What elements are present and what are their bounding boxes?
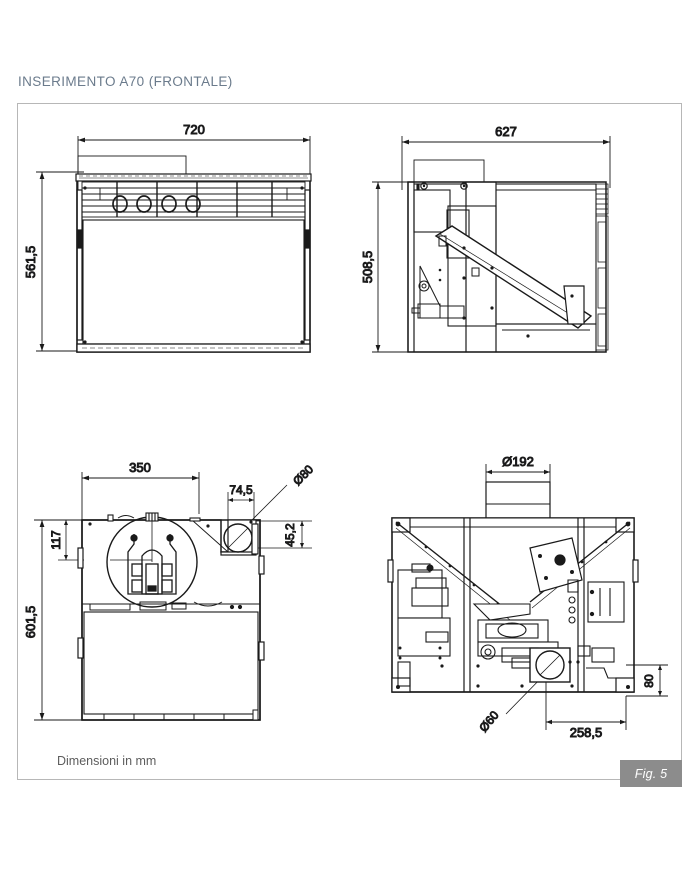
dim-601-5 — [34, 519, 84, 721]
front-glass-panel — [82, 219, 305, 345]
dim-label-561-5: 561,5 — [23, 246, 38, 279]
front-corner-fixings — [83, 186, 304, 344]
dim-label-d60: Ø60 — [476, 708, 502, 735]
dim-label-258-5: 258,5 — [570, 725, 603, 740]
dim-74-5 — [227, 492, 255, 522]
rear-bottom-dots — [440, 660, 580, 688]
dim-label-d192: Ø192 — [502, 454, 534, 469]
dim-561-5 — [36, 171, 84, 352]
dim-45-2 — [256, 520, 312, 549]
rear-right-equipment — [577, 581, 625, 679]
top-lower-deck — [89, 601, 243, 611]
dim-label-508-5: 508,5 — [360, 251, 375, 284]
figure-frame — [17, 103, 682, 780]
front-top-cap — [75, 173, 312, 182]
top-bottom-ribs — [103, 709, 259, 721]
rear-flue-stack — [485, 481, 551, 521]
dim-350 — [81, 472, 200, 524]
dim-label-627: 627 — [495, 124, 517, 139]
figure-title: INSERIMENTO A70 (FRONTALE) — [18, 74, 233, 89]
dim-508-5 — [372, 181, 412, 353]
front-plinth — [76, 343, 311, 353]
dim-label-80: 80 — [642, 674, 656, 688]
dim-label-601-5: 601,5 — [23, 606, 38, 639]
rear-left-dots — [398, 646, 442, 660]
front-knobs — [112, 195, 201, 213]
dim-label-74-5: 74,5 — [229, 483, 253, 497]
dim-label-117: 117 — [49, 530, 63, 549]
leader-d80 — [251, 484, 288, 521]
front-hood — [77, 155, 187, 177]
rear-air-inlet — [529, 647, 571, 683]
dim-label-45-2: 45,2 — [283, 523, 297, 547]
rear-tilted-plate — [529, 537, 583, 593]
top-corner-dots — [88, 520, 253, 528]
top-edge-fittings — [107, 512, 201, 522]
rear-body-top-bar — [391, 517, 635, 528]
top-body-inner — [82, 603, 260, 715]
top-fan-detail — [110, 520, 177, 595]
side-rivets — [420, 182, 574, 338]
dim-80 — [626, 664, 668, 697]
side-diagonal-bracket — [563, 285, 585, 325]
rear-center-mechanism — [472, 603, 559, 669]
top-side-rails — [77, 547, 265, 661]
side-mechanism — [411, 235, 480, 319]
figure-caption: Dimensioni in mm — [57, 754, 157, 768]
top-view: 350 117 601,5 — [22, 452, 372, 742]
side-vent-grille — [595, 183, 609, 351]
dim-label-d80: Ø80 — [290, 462, 316, 488]
dim-label-720: 720 — [183, 122, 205, 137]
dim-627 — [401, 136, 611, 190]
rear-slotted-bracket — [567, 579, 579, 624]
top-outlet-flange — [251, 523, 259, 555]
front-side-rails — [76, 189, 311, 341]
rear-side-rails — [387, 559, 639, 583]
front-cabinet — [76, 175, 311, 353]
rear-left-equipment — [397, 563, 451, 687]
front-view: 720 561,5 — [22, 110, 352, 375]
dim-258-5 — [545, 668, 627, 730]
dim-label-350: 350 — [129, 460, 151, 475]
side-view: 627 508,5 — [360, 118, 668, 378]
figure-badge: Fig. 5 — [620, 760, 682, 787]
rear-view: Ø192 80 258,5 — [382, 452, 682, 742]
side-hopper — [413, 159, 485, 183]
